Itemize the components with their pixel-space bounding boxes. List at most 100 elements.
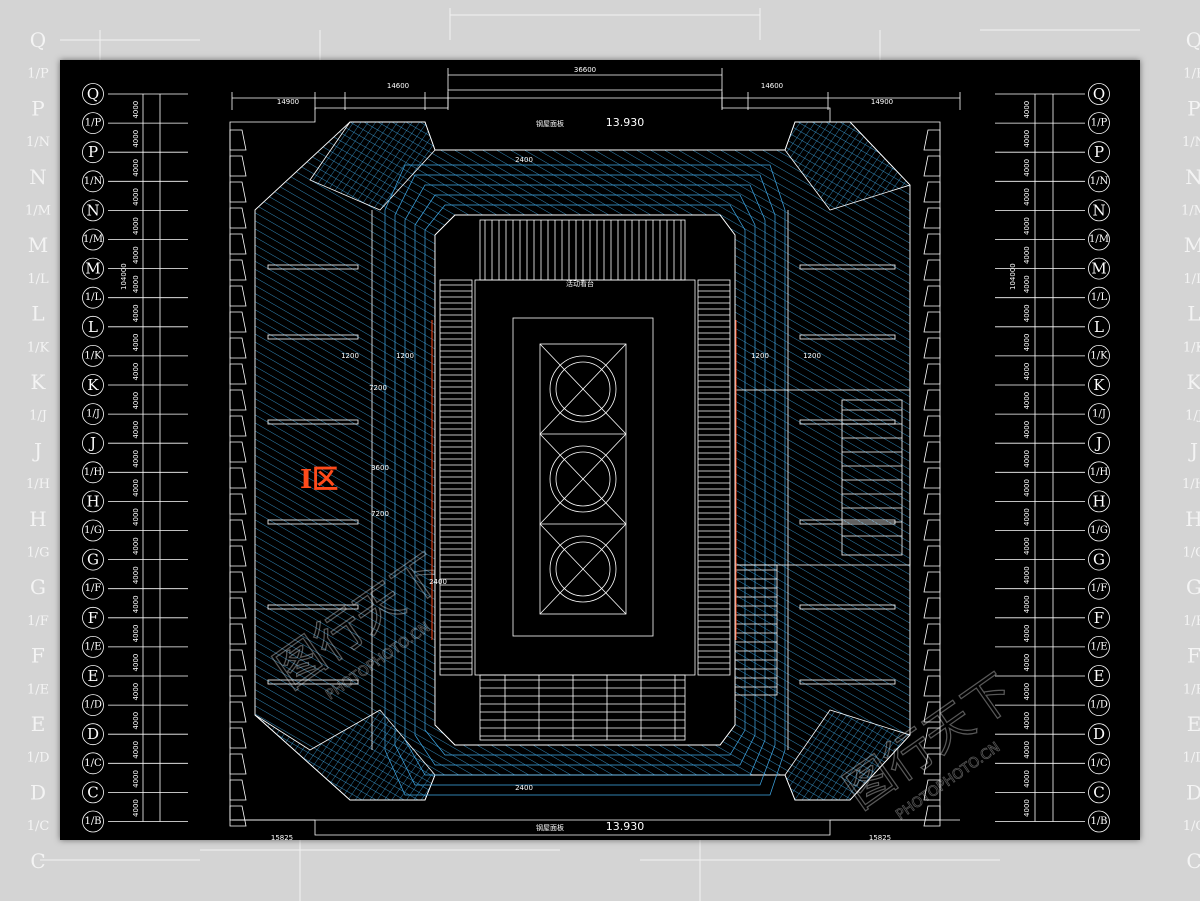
axis-spacing-label: 4000 bbox=[132, 537, 140, 555]
axis-label-1-K: 1/K bbox=[84, 350, 102, 361]
caption-bottom-edge: 钢屋面板 bbox=[536, 823, 564, 832]
ring-inner-1 bbox=[555, 361, 611, 417]
bg-axis-label: 1/D bbox=[26, 751, 49, 766]
aisle-bar-right bbox=[799, 334, 896, 340]
rim-tooth-left bbox=[229, 129, 247, 151]
corner-wedge-nw bbox=[309, 121, 436, 211]
axis-total-label: 104000 bbox=[1009, 263, 1017, 290]
axis-label-1-E: 1/E bbox=[1090, 641, 1107, 652]
bg-axis-label: 1/J bbox=[1185, 409, 1200, 424]
axis-spacing-label: 4000 bbox=[132, 799, 140, 817]
aisle-bar-left bbox=[267, 604, 359, 610]
axis-label-1-N: 1/N bbox=[1090, 176, 1109, 187]
axis-label-G: G bbox=[1093, 551, 1105, 569]
rim-tooth-left bbox=[229, 805, 247, 827]
rim-tooth-right bbox=[923, 207, 941, 229]
rim-tooth-right bbox=[923, 649, 941, 671]
bg-axis-label: L bbox=[31, 302, 44, 326]
axis-label-K: K bbox=[1093, 376, 1105, 394]
aisle-bar-left bbox=[267, 264, 359, 270]
axis-label-1-D: 1/D bbox=[1090, 700, 1108, 711]
axis-label-M: M bbox=[1091, 260, 1106, 278]
axis-label-1-H: 1/H bbox=[1090, 467, 1109, 478]
axis-spacing-label: 4000 bbox=[132, 566, 140, 584]
ring-outer-2 bbox=[549, 445, 617, 513]
bg-axis-label: 1/M bbox=[25, 204, 51, 219]
axis-spacing-label: 4000 bbox=[1023, 683, 1031, 701]
rim-tooth-right bbox=[923, 571, 941, 593]
axis-bubble bbox=[1088, 315, 1110, 338]
axis-bubble bbox=[1088, 665, 1110, 687]
axis-label-J: J bbox=[88, 434, 96, 452]
bg-axis-label: D bbox=[30, 780, 46, 804]
axis-label-1-P: 1/P bbox=[1091, 118, 1108, 129]
tier-ring bbox=[394, 174, 776, 786]
rim-tooth-right bbox=[923, 675, 941, 697]
bg-axis-label: N bbox=[29, 165, 47, 189]
axis-spacing-label: 4000 bbox=[1023, 217, 1031, 235]
caption-center-stage: 活动看台 bbox=[566, 279, 594, 288]
bg-axis-label: 1/H bbox=[1182, 477, 1200, 492]
axis-label-1-M: 1/M bbox=[1089, 234, 1109, 245]
rim-tooth-left bbox=[229, 415, 247, 437]
rim-tooth-right bbox=[923, 233, 941, 255]
left-stand bbox=[439, 279, 473, 676]
dim-gap-bottom: 2400 bbox=[515, 784, 533, 792]
rim-tooth-left bbox=[229, 311, 247, 333]
rim-tooth-left bbox=[229, 493, 247, 515]
bg-axis-label: 1/E bbox=[27, 682, 49, 697]
axis-spacing-label: 4000 bbox=[1023, 159, 1031, 177]
ring-outer-1 bbox=[549, 355, 617, 423]
right-stand bbox=[697, 279, 731, 676]
axis-spacing-label: 4000 bbox=[1023, 450, 1031, 468]
dim-side-small-r2: 1200 bbox=[803, 352, 821, 360]
axis-spacing-label: 4000 bbox=[1023, 421, 1031, 439]
axis-spacing-label: 4000 bbox=[132, 421, 140, 439]
axis-spacing-label: 4000 bbox=[132, 479, 140, 497]
bg-axis-label: 1/F bbox=[27, 614, 49, 629]
axis-spacing-label: 4000 bbox=[1023, 130, 1031, 148]
axis-spacing-label: 4000 bbox=[132, 741, 140, 759]
bg-axis-label: 1/C bbox=[1183, 819, 1200, 834]
axis-spacing-label: 4000 bbox=[132, 508, 140, 526]
rim-tooth-right bbox=[923, 415, 941, 437]
axis-spacing-label: 4000 bbox=[132, 217, 140, 235]
axis-spacing-label: 4000 bbox=[1023, 304, 1031, 322]
axis-spacing-label: 4000 bbox=[1023, 188, 1031, 206]
rim-tooth-right bbox=[923, 623, 941, 645]
axis-bubble bbox=[82, 636, 104, 658]
axis-bubble bbox=[1088, 781, 1110, 804]
axis-spacing-label: 4000 bbox=[132, 363, 140, 381]
tier-ring bbox=[414, 194, 756, 766]
tier-ring bbox=[384, 164, 786, 796]
axis-label-1-F: 1/F bbox=[1091, 583, 1108, 594]
axis-bubble bbox=[82, 810, 104, 833]
field-outer bbox=[512, 317, 654, 637]
axis-label-1-N: 1/N bbox=[84, 176, 103, 187]
axis-label-1-B: 1/B bbox=[1090, 816, 1107, 827]
axis-label-N: N bbox=[86, 201, 99, 219]
axis-bubble bbox=[1088, 490, 1110, 513]
bg-axis-label: 1/F bbox=[1183, 614, 1200, 629]
axis-spacing-label: 4000 bbox=[132, 625, 140, 643]
dim-top-left: 14900 bbox=[277, 98, 299, 106]
axis-bubble bbox=[1088, 344, 1110, 367]
bg-axis-label: 1/M bbox=[1181, 204, 1200, 219]
bg-axis-label: G bbox=[30, 575, 46, 599]
aisle-bar-right bbox=[799, 264, 896, 270]
axis-bubble bbox=[82, 286, 104, 309]
axis-label-1-G: 1/G bbox=[1090, 525, 1108, 536]
axis-spacing-label: 4000 bbox=[1023, 479, 1031, 497]
dim-gap-mid: 2400 bbox=[429, 578, 447, 586]
axis-spacing-label: 4000 bbox=[1023, 101, 1031, 119]
dim-side-small-l2: 1200 bbox=[396, 352, 414, 360]
rim-tooth-right bbox=[923, 545, 941, 567]
axis-label-H: H bbox=[86, 492, 99, 510]
axis-label-1-K: 1/K bbox=[1090, 350, 1108, 361]
rim-tooth-right bbox=[923, 519, 941, 541]
axis-bubble bbox=[82, 577, 104, 600]
corner-wedge-se bbox=[784, 709, 911, 801]
dim-gap-top: 2400 bbox=[515, 156, 533, 164]
ring-inner-3 bbox=[555, 541, 611, 597]
bg-axis-label: P bbox=[1187, 96, 1200, 120]
